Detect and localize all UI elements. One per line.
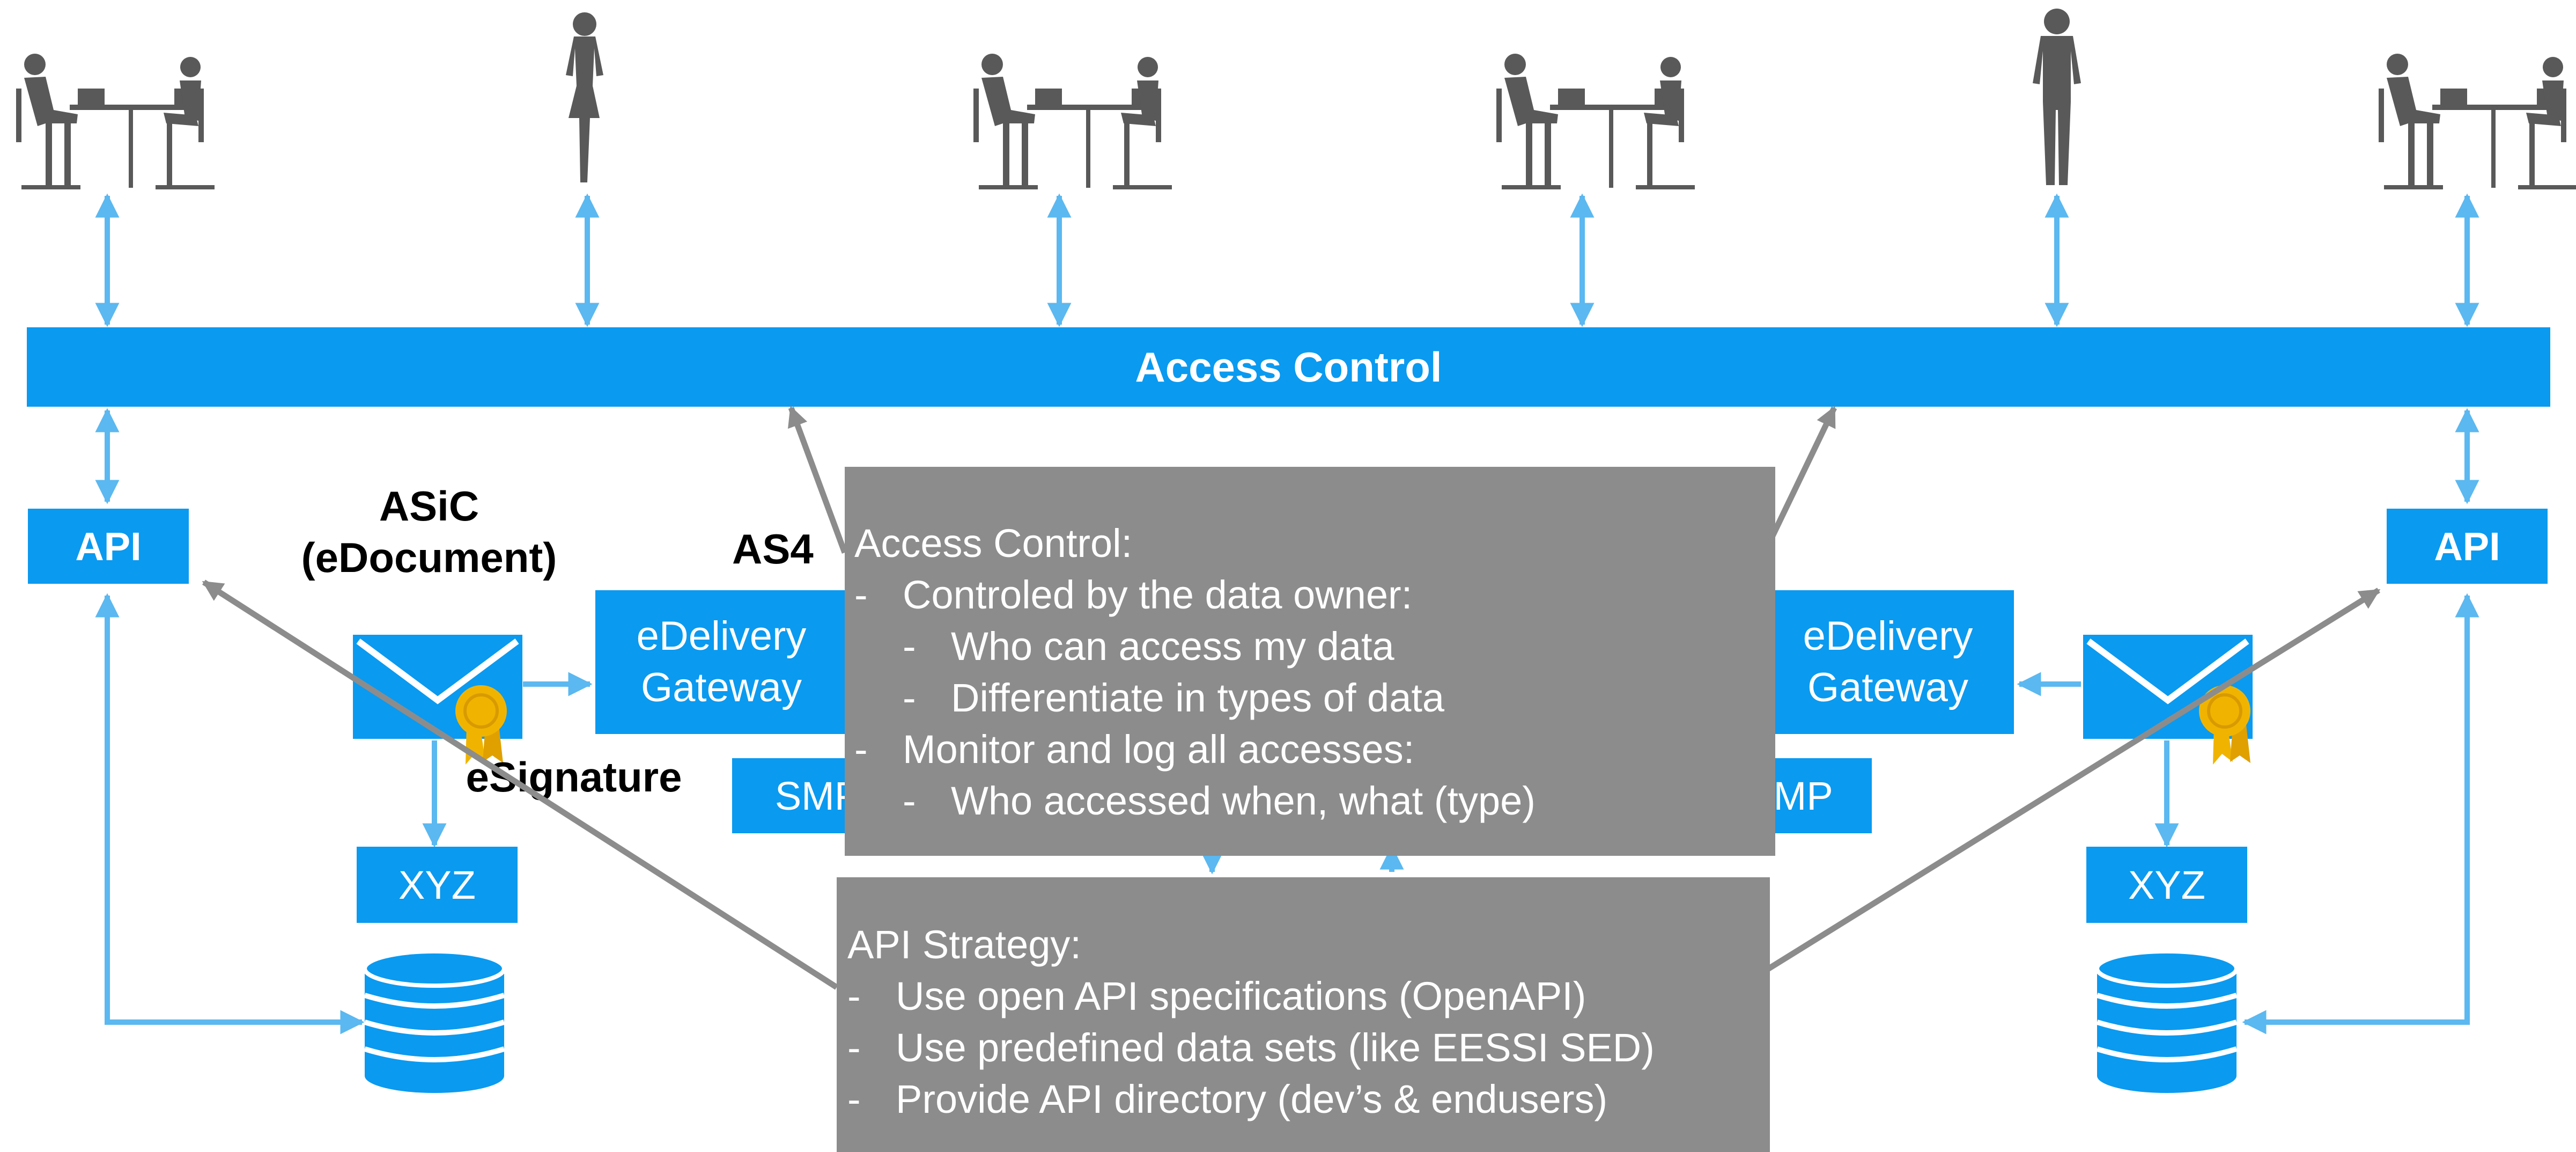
left-api-label: API bbox=[75, 524, 142, 569]
access-note-subitem: -Who accessed when, what (type) bbox=[903, 779, 1536, 823]
access-note-title: Access Control: bbox=[854, 521, 1133, 566]
left-gateway-line2: Gateway bbox=[641, 665, 802, 710]
left-xyz-label: XYZ bbox=[398, 862, 476, 907]
certificate-seal-icon bbox=[2199, 685, 2250, 765]
api-note-title: API Strategy: bbox=[847, 922, 1081, 967]
right-gateway-line1: eDelivery bbox=[1803, 613, 1973, 659]
access-note-item: -Monitor and log all accesses: bbox=[854, 727, 1415, 772]
api-strategy-note: API Strategy: -Use open API specificatio… bbox=[837, 877, 1770, 1152]
right-gateway-line2: Gateway bbox=[1807, 665, 1968, 710]
access-note-subitem: -Who can access my data bbox=[903, 624, 1394, 669]
database-icon bbox=[2095, 949, 2239, 1093]
left-gateway-line1: eDelivery bbox=[636, 613, 807, 659]
left-api-box: API bbox=[28, 509, 189, 584]
left-edelivery-gateway: eDelivery Gateway bbox=[595, 590, 847, 734]
callout-pointer-arrow bbox=[1763, 588, 2381, 974]
access-note-item: -Controled by the data owner: bbox=[854, 573, 1413, 617]
asic-label-line2: (eDocument) bbox=[301, 534, 557, 581]
envelope-icon bbox=[353, 635, 522, 739]
api-database-arrow bbox=[2242, 593, 2479, 1034]
right-edelivery-gateway: eDelivery Gateway bbox=[1762, 590, 2014, 734]
right-xyz-box: XYZ bbox=[2086, 847, 2247, 923]
access-control-bar: Access Control bbox=[27, 327, 2550, 407]
asic-label: ASiC (eDocument) bbox=[279, 480, 579, 583]
as4-label: AS4 bbox=[732, 525, 814, 573]
api-note-item: -Provide API directory (dev’s & endusers… bbox=[847, 1077, 1608, 1121]
right-api-box: API bbox=[2387, 509, 2548, 584]
database-icon bbox=[363, 949, 506, 1093]
api-note-item: -Use open API specifications (OpenAPI) bbox=[847, 974, 1586, 1018]
access-control-label: Access Control bbox=[1135, 343, 1442, 391]
api-database-arrow bbox=[95, 593, 365, 1034]
access-note-subitem: -Differentiate in types of data bbox=[903, 676, 1445, 720]
right-api-label: API bbox=[2434, 524, 2500, 569]
right-xyz-label: XYZ bbox=[2128, 862, 2205, 907]
left-xyz-box: XYZ bbox=[357, 847, 518, 923]
access-control-note: Access Control: -Controled by the data o… bbox=[845, 467, 1775, 856]
esignature-label: eSignature bbox=[466, 753, 682, 801]
asic-label-line1: ASiC bbox=[379, 482, 479, 530]
callout-pointer-arrow bbox=[1762, 406, 1837, 554]
certificate-seal-icon bbox=[455, 685, 507, 765]
api-note-item: -Use predefined data sets (like EESSI SE… bbox=[847, 1025, 1655, 1070]
callout-pointer-arrow bbox=[202, 579, 838, 990]
callout-pointer-arrow bbox=[787, 406, 848, 554]
